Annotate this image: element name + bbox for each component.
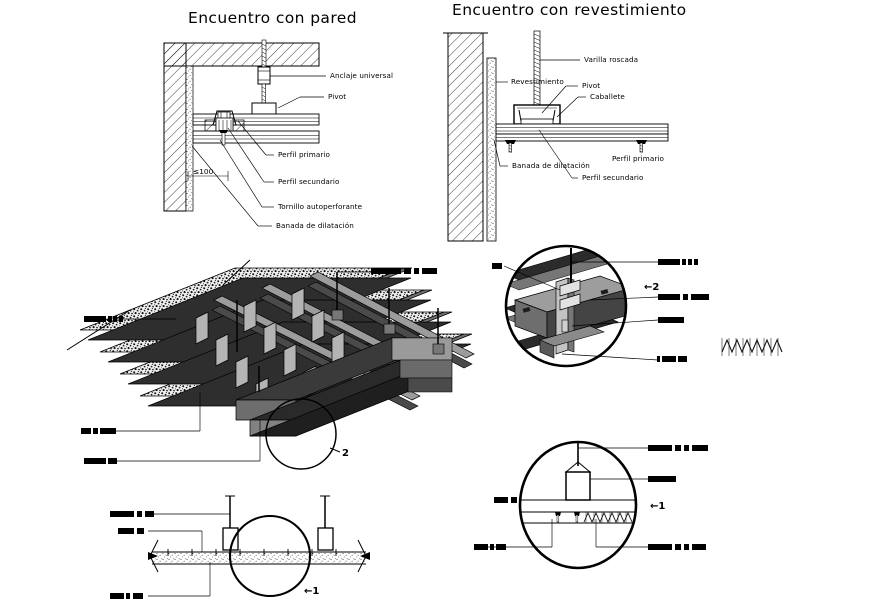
sec-redacted-label-b <box>118 528 203 552</box>
leader-banada <box>191 145 259 227</box>
d2-redacted-label-left <box>492 263 561 291</box>
dimension-spacing: ≤100 <box>193 167 214 176</box>
leader-tornillo <box>219 139 263 208</box>
detail-circle-2-on-iso <box>265 398 337 470</box>
label-pivot-left: Pivot <box>328 92 346 101</box>
leader-perfil-primario <box>237 120 267 156</box>
detail-2-marker: ←2 <box>644 282 659 293</box>
title-left-panel: Encuentro con pared <box>188 9 357 27</box>
leader-perfil-secundario <box>227 127 265 183</box>
iso-redacted-label-top-right <box>337 268 437 274</box>
section-detail-marker-1: ←1 <box>304 586 319 597</box>
iso-redacted-label-lower-b <box>84 420 261 464</box>
leader-pivot <box>277 96 301 109</box>
detail-1-circle: ←1 <box>474 440 708 570</box>
section-hanger-right <box>317 495 334 551</box>
detail-circle-1-on-section <box>228 514 312 598</box>
bottom-section-view: ←1 <box>110 495 370 599</box>
iso-detail-marker-2: 2 <box>342 448 349 459</box>
spring-sample <box>721 338 783 356</box>
label-varilla-roscada: Varilla roscada <box>584 55 638 64</box>
leader-banada-right <box>493 139 501 167</box>
sec-redacted-label-c <box>110 562 211 599</box>
d1-redacted-label-right <box>590 476 676 482</box>
iso-redacted-label-lower-a <box>81 392 201 434</box>
isometric-ceiling-grid: 2 <box>66 259 475 470</box>
panel-encuentro-con-pared: ≤100 Anclaje universal Pivot Perfil prim… <box>163 39 393 230</box>
screw-right <box>636 140 647 153</box>
detail-1-marker: ←1 <box>650 501 665 512</box>
leader-perfil-secundario-right <box>538 129 573 179</box>
label-banada-dilatacion-right: Banada de dilatación <box>512 161 590 170</box>
label-banada-dilatacion-left: Banada de dilatación <box>276 221 354 230</box>
leader-caballete <box>556 96 579 118</box>
d1-redacted-label-bottom-left <box>474 519 553 550</box>
label-revestimiento: Revestimiento <box>511 77 564 86</box>
label-anclaje-universal: Anclaje universal <box>330 71 393 80</box>
label-perfil-primario-left: Perfil primario <box>278 150 330 159</box>
sec-redacted-label-a <box>110 511 230 517</box>
d1-redacted-label-top <box>578 445 708 451</box>
panel-encuentro-con-revestimiento: Varilla roscada Revestimiento Pivot Caba… <box>443 30 669 242</box>
label-caballete: Caballete <box>590 92 625 101</box>
d1-redacted-label-left <box>494 497 560 503</box>
d2-redacted-label-2 <box>589 294 709 301</box>
d2-redacted-label-3 <box>571 317 684 327</box>
d2-redacted-label-4 <box>561 353 687 362</box>
screw-left <box>505 140 516 153</box>
iso-redacted-label-left <box>84 316 176 322</box>
leader-pivot-right <box>541 85 567 114</box>
title-right-panel: Encuentro con revestimiento <box>452 1 686 19</box>
d1-redacted-label-bottom-right <box>595 519 706 550</box>
label-perfil-secundario-right: Perfil secundario <box>582 173 644 182</box>
d2-redacted-label-1 <box>572 259 698 265</box>
label-tornillo-autoperforante: Tornillo autoperforante <box>277 202 363 211</box>
detail-2-circle: ←2 <box>492 244 709 368</box>
label-perfil-primario-right: Perfil primario <box>612 154 664 163</box>
section-hanger-left <box>222 495 239 551</box>
label-perfil-secundario-left: Perfil secundario <box>278 177 340 186</box>
label-pivot-right: Pivot <box>582 81 600 90</box>
